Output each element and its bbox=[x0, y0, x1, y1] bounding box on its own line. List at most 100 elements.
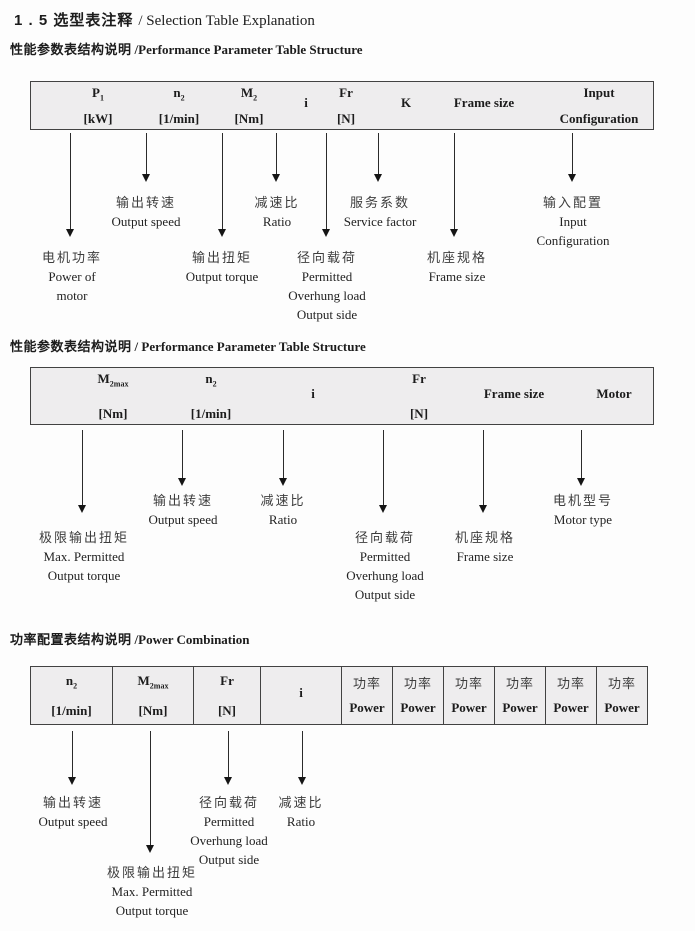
power-combination-table: n2 [1/min] M2max [Nm] Fr [N] i 功率 Power 功率 Po… bbox=[30, 666, 648, 725]
cell-symbol: M2max bbox=[137, 673, 169, 691]
s1-callout-ratio: 减速比 Ratio bbox=[254, 195, 300, 229]
s2-n2-down-arrow-icon bbox=[178, 430, 187, 486]
performance-table-2: M2max [Nm] n2 [1/min] i Fr [N] Frame size M… bbox=[30, 367, 654, 425]
s3-callout-ratio: 减速比 Ratio bbox=[278, 795, 324, 829]
s1-p1-down-arrow-icon bbox=[66, 133, 75, 237]
s1-callout-output-torque: 输出扭矩 Output torque bbox=[185, 250, 259, 284]
s1-callout-power-of-motor: 电机功率 Power of motor bbox=[41, 250, 103, 303]
s3-n2-down-arrow-icon bbox=[68, 731, 77, 785]
s1-callout-input-configuration: 输入配置 Input Configuration bbox=[536, 195, 610, 248]
s3-m2max-down-arrow-icon bbox=[146, 731, 155, 853]
t1-cell-fr: Fr[N] bbox=[337, 82, 355, 129]
cell-symbol: 功率 bbox=[352, 676, 381, 691]
t1-cell-i: i bbox=[304, 82, 308, 129]
t1-cell-p1: P1 [kW] bbox=[84, 82, 113, 129]
s1-callout-service-factor: 服务系数 Service factor bbox=[343, 195, 417, 229]
cell-unit: [N] bbox=[336, 111, 356, 127]
cell-unit: [1/min] bbox=[190, 405, 232, 421]
t3-cell-i: i bbox=[261, 667, 342, 724]
s3-i-down-arrow-icon bbox=[298, 731, 307, 785]
cell-unit: [1/min] bbox=[51, 702, 92, 718]
s3-callout-overhung-load: 径向载荷 Permitted Overhung load Output side bbox=[190, 795, 268, 867]
cell-symbol: 功率 bbox=[403, 676, 432, 691]
t3-cell-m2max: M2max [Nm] bbox=[113, 667, 194, 724]
cell-unit: Power bbox=[553, 700, 589, 715]
cell-unit: Power bbox=[604, 700, 640, 715]
cell-symbol: i bbox=[299, 685, 303, 701]
cell-unit: Configuration bbox=[559, 111, 639, 127]
t2-cell-fr: Fr [N] bbox=[410, 368, 428, 424]
s1-frame-down-arrow-icon bbox=[450, 133, 459, 237]
section-1-heading: 性能参数表结构说明/Performance Parameter Table St… bbox=[10, 42, 363, 57]
cell-symbol: 功率 bbox=[505, 676, 534, 691]
s2-callout-motor-type: 电机型号 Motor type bbox=[552, 493, 614, 527]
cell-symbol: n2 bbox=[173, 84, 185, 103]
s2-callout-output-speed: 输出转速 Output speed bbox=[148, 493, 218, 527]
cell-unit: Power bbox=[451, 700, 487, 715]
s2-frame-down-arrow-icon bbox=[479, 430, 488, 513]
cell-symbol: i bbox=[304, 95, 308, 111]
cell-symbol: n2 bbox=[205, 371, 217, 389]
s2-motor-down-arrow-icon bbox=[577, 430, 586, 486]
s3-fr-down-arrow-icon bbox=[224, 731, 233, 785]
s1-i-down-arrow-icon bbox=[272, 133, 281, 182]
cell-unit: Power bbox=[400, 700, 436, 715]
t3-cell-power-3: 功率 Power bbox=[444, 667, 495, 724]
cell-symbol: 功率 bbox=[454, 676, 483, 691]
t1-cell-k: K bbox=[401, 82, 411, 129]
s2-fr-down-arrow-icon bbox=[379, 430, 388, 513]
cell-symbol: n2 bbox=[65, 673, 78, 691]
cell-symbol: M2 bbox=[240, 84, 258, 103]
s1-k-down-arrow-icon bbox=[374, 133, 383, 182]
s1-fr-down-arrow-icon bbox=[322, 133, 331, 237]
s2-callout-overhung-load: 径向载荷 Permitted Overhung load Output side bbox=[346, 530, 424, 602]
t2-cell-i: i bbox=[311, 368, 315, 424]
t2-cell-frame-size: Frame size bbox=[484, 368, 544, 424]
cell-unit: [N] bbox=[409, 405, 429, 421]
page-title: 1 . 5 选型表注释/ Selection Table Explanation bbox=[14, 9, 315, 30]
cell-symbol: 功率 bbox=[607, 676, 636, 691]
cell-symbol: Frame size bbox=[453, 95, 515, 111]
s2-callout-ratio: 减速比 Ratio bbox=[260, 493, 306, 527]
s3-callout-output-speed: 输出转速 Output speed bbox=[38, 795, 108, 829]
s1-callout-frame-size: 机座规格 Frame size bbox=[426, 250, 488, 284]
t1-cell-n2: n2 [1/min] bbox=[159, 82, 199, 129]
s1-m2-down-arrow-icon bbox=[218, 133, 227, 237]
cell-symbol: Frame size bbox=[483, 385, 545, 401]
s1-input-down-arrow-icon bbox=[568, 133, 577, 182]
section-2-heading: 性能参数表结构说明/ Performance Parameter Table S… bbox=[10, 339, 366, 354]
s1-callout-overhung-load: 径向载荷 Permitted Overhung load Output side bbox=[288, 250, 366, 322]
t3-cell-power-2: 功率 Power bbox=[393, 667, 444, 724]
t1-cell-frame-size: Frame size bbox=[454, 82, 514, 129]
cell-symbol: Motor bbox=[596, 385, 632, 401]
cell-symbol: Fr bbox=[220, 673, 234, 689]
page-title-zh: 1 . 5 选型表注释 bbox=[14, 12, 134, 29]
page-title-en: / Selection Table Explanation bbox=[138, 13, 315, 29]
cell-symbol: Input bbox=[583, 84, 615, 100]
s2-m2max-down-arrow-icon bbox=[78, 430, 87, 513]
cell-symbol: M2max bbox=[97, 371, 129, 389]
t1-cell-m2: M2 [Nm] bbox=[235, 82, 264, 129]
s1-callout-output-speed: 输出转速 Output speed bbox=[111, 195, 181, 229]
s2-i-down-arrow-icon bbox=[279, 430, 288, 486]
cell-unit: [N] bbox=[217, 702, 237, 718]
cell-symbol: P1 bbox=[92, 84, 104, 103]
cell-unit: [Nm] bbox=[138, 702, 168, 718]
t3-cell-n2: n2 [1/min] bbox=[31, 667, 113, 724]
cell-unit: [Nm] bbox=[234, 111, 264, 127]
cell-symbol: K bbox=[400, 95, 412, 111]
s2-callout-max-output-torque: 极限输出扭矩 Max. Permitted Output torque bbox=[38, 530, 130, 583]
cell-unit: [kW] bbox=[83, 111, 113, 127]
cell-symbol: i bbox=[311, 385, 315, 401]
cell-symbol: Fr bbox=[412, 371, 426, 387]
t3-cell-power-6: 功率 Power bbox=[597, 667, 647, 724]
t2-cell-m2max: M2max [Nm] bbox=[98, 368, 129, 424]
cell-unit: [1/min] bbox=[158, 111, 200, 127]
section-3-heading: 功率配置表结构说明/Power Combination bbox=[10, 632, 250, 647]
cell-unit: [Nm] bbox=[98, 405, 128, 421]
s2-callout-frame-size: 机座规格 Frame size bbox=[454, 530, 516, 564]
